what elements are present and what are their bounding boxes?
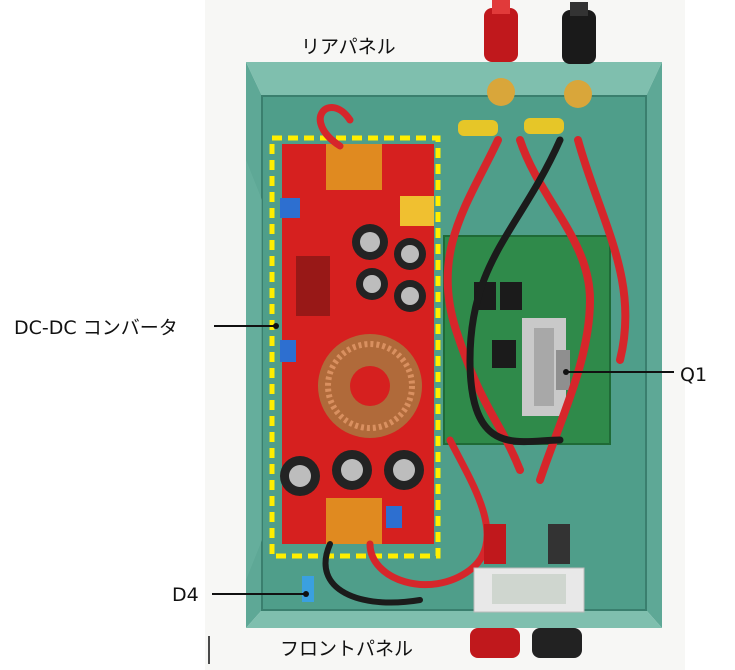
d4-component [302,576,314,602]
rear-panel-label: リアパネル [301,36,396,58]
d4-leader-dot [303,591,309,597]
d4-label: D4 [172,584,199,606]
dcdc-highlight [269,135,441,559]
rear-terminals [458,0,596,136]
dcdc-leader-dot [273,323,279,329]
front-panel-label: フロントパネル [280,638,414,660]
front-panel-parts [470,524,585,658]
q1-leader-dot [563,369,569,375]
q1-label: Q1 [680,364,708,386]
wires [316,104,630,606]
dcdc-board [280,144,434,544]
q1-heatsink [522,318,570,416]
dcdc-label: DC-DC コンバータ [14,317,178,339]
